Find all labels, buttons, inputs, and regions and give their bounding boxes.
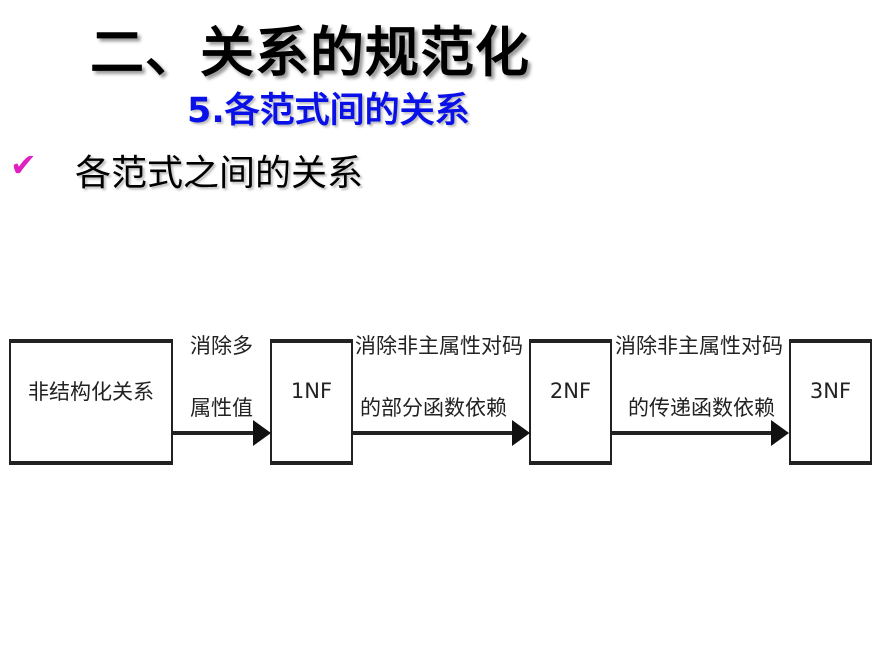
node-label: 1NF <box>290 379 333 403</box>
arrow-line <box>353 431 514 435</box>
slide-title: 二、关系的规范化 <box>90 21 530 84</box>
edge-label: 消除多 <box>190 334 253 358</box>
edge-label: 属性值 <box>190 396 253 420</box>
bullet-text: 各范式之间的关系 <box>75 153 364 194</box>
node-label: 3NF <box>809 379 852 403</box>
checkmark-icon: ✔ <box>10 146 37 184</box>
slide-subtitle: 5.各范式间的关系 <box>187 91 470 131</box>
node-label: 非结构化关系 <box>28 380 154 404</box>
arrow-head-icon <box>512 420 530 446</box>
edge-label: 消除非主属性对码 <box>355 334 523 358</box>
arrow-line <box>612 431 773 435</box>
edge-label: 的部分函数依赖 <box>360 396 507 420</box>
node-unstructured: 非结构化关系 <box>9 339 173 465</box>
arrow-head-icon <box>253 420 271 446</box>
node-1nf: 1NF <box>270 339 353 465</box>
node-3nf: 3NF <box>789 339 872 465</box>
edge-label: 的传递函数依赖 <box>628 396 775 420</box>
edge-label: 消除非主属性对码 <box>615 334 783 358</box>
arrow-head-icon <box>771 420 789 446</box>
arrow-line <box>173 431 255 435</box>
node-2nf: 2NF <box>529 339 612 465</box>
node-label: 2NF <box>549 379 592 403</box>
